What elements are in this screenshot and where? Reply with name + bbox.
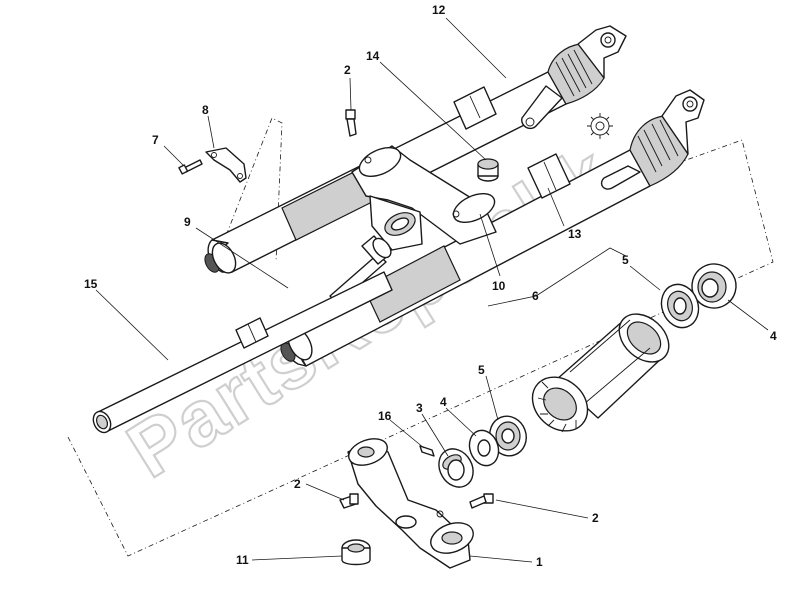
bracket xyxy=(205,147,247,183)
lower-yoke xyxy=(347,438,474,569)
bearing-lower xyxy=(489,415,527,457)
fork-bottom-rear xyxy=(521,25,627,130)
screw-2-top xyxy=(345,109,357,137)
callout-13: 13 xyxy=(568,227,582,241)
callout-10: 10 xyxy=(492,279,506,293)
ring-nut xyxy=(438,448,474,488)
fork-bottom-front xyxy=(587,89,705,190)
upper-yoke xyxy=(351,145,497,251)
steering-nut-11 xyxy=(341,539,371,566)
seal-ring-lower xyxy=(468,429,500,467)
callout-7: 7 xyxy=(152,133,159,147)
callout-12: 12 xyxy=(432,3,446,17)
callout-8: 8 xyxy=(202,103,209,117)
callout-2-right: 2 xyxy=(592,511,599,525)
leader-lines xyxy=(95,17,769,563)
callout-16: 16 xyxy=(378,409,392,423)
cap-nut xyxy=(477,158,499,182)
callout-6: 6 xyxy=(532,289,539,303)
callout-labels: 12 2 14 8 7 9 13 10 15 6 5 4 5 16 3 4 2 … xyxy=(84,3,777,569)
callout-5-upper: 5 xyxy=(622,253,629,267)
callout-3: 3 xyxy=(416,401,423,415)
callout-2-top: 2 xyxy=(344,63,351,77)
callout-4-lower: 4 xyxy=(440,395,447,409)
callout-2-left: 2 xyxy=(294,477,301,491)
callout-14: 14 xyxy=(366,49,380,63)
steering-tube-bottom xyxy=(531,376,589,433)
screw-7 xyxy=(178,159,203,175)
bearing-upper xyxy=(660,283,700,329)
callout-1: 1 xyxy=(536,555,543,569)
fork-tube xyxy=(92,271,393,434)
callout-15: 15 xyxy=(84,277,98,291)
callout-4-upper: 4 xyxy=(770,329,777,343)
assembly-frame-upper xyxy=(221,117,283,263)
callout-9: 9 xyxy=(184,215,191,229)
callout-5-lower: 5 xyxy=(478,363,485,377)
callout-11: 11 xyxy=(236,553,249,567)
screw-2-right xyxy=(469,493,494,509)
screw-2-left xyxy=(339,493,359,509)
screw-16 xyxy=(419,445,435,457)
